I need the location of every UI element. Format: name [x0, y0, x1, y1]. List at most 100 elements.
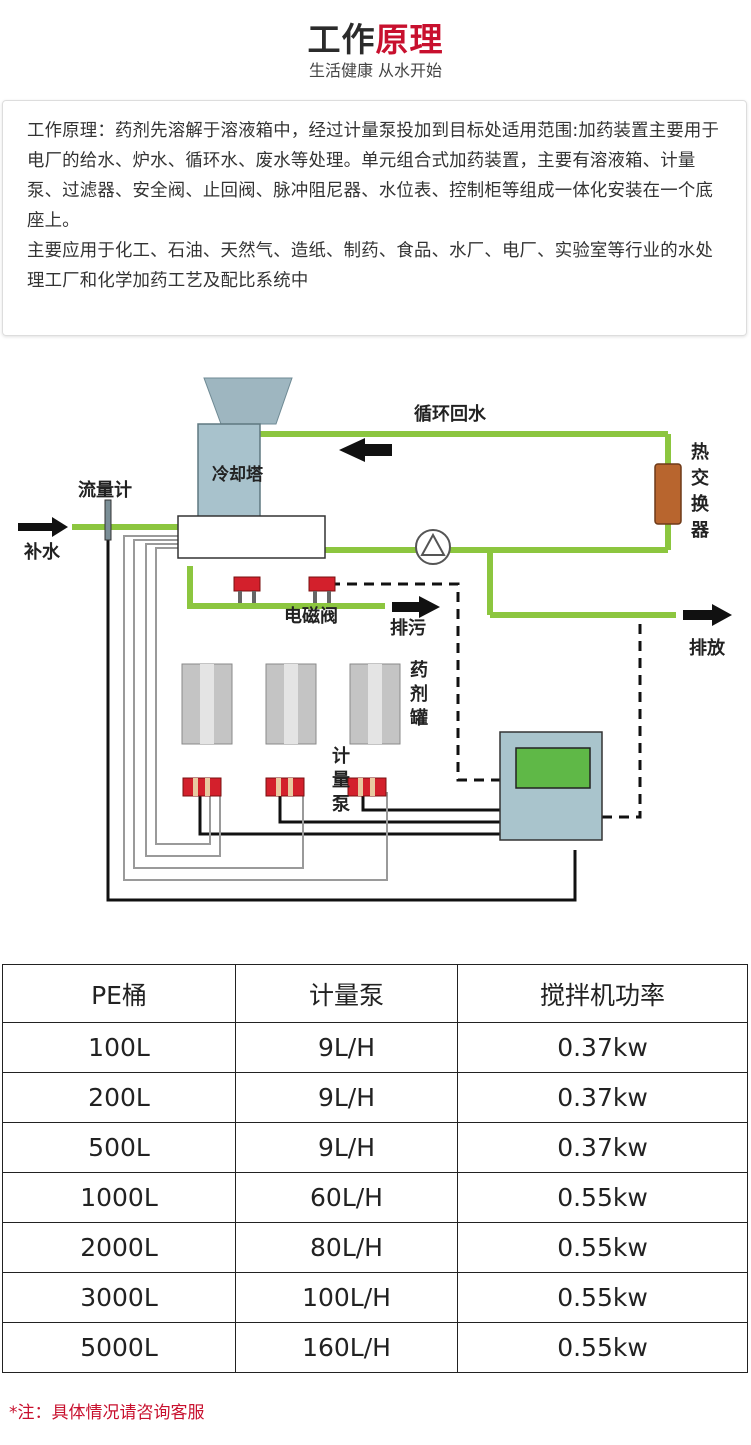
metering-pump-icon — [347, 777, 387, 797]
spec-header-mixer-power: 搅拌机功率 — [457, 964, 748, 1023]
label-heat-exchanger: 交 — [691, 467, 709, 489]
arrow-icon-return — [339, 438, 392, 462]
control-line — [198, 792, 512, 836]
pump-stripe — [288, 778, 293, 796]
table-cell: 0.55kw — [457, 1222, 748, 1273]
label-circulating-return: 循环回水 — [414, 403, 487, 425]
water-basin — [177, 515, 326, 559]
table-cell: 1000L — [2, 1172, 236, 1223]
table-cell: 0.37kw — [457, 1022, 748, 1073]
pump-stripe — [205, 778, 210, 796]
spec-header-metering-pump: 计量泵 — [235, 964, 458, 1023]
cooling-tower — [197, 423, 261, 521]
control-line — [106, 540, 577, 902]
metering-pump-icon — [182, 777, 222, 797]
valve-signal-line — [330, 582, 512, 782]
cooling-tower-hopper — [203, 377, 293, 425]
table-cell: 100L — [2, 1022, 236, 1073]
intro-paragraph-2: 主要应用于化工、石油、天然气、造纸、制药、食品、水厂、电厂、实验室等行业的水处理… — [27, 241, 714, 291]
table-cell: 100L/H — [235, 1272, 458, 1323]
footnote: *注：具体情况请咨询客服 — [9, 1403, 205, 1423]
flow-meter-icon — [104, 499, 112, 541]
label-solenoid-valve: 电磁阀 — [284, 605, 338, 627]
table-cell: 80L/H — [235, 1222, 458, 1273]
pump-icon-triangle — [420, 532, 446, 556]
tank-highlight — [284, 664, 298, 744]
valve-stem — [252, 591, 256, 603]
pump-stripe — [193, 778, 198, 796]
dosing-line — [133, 539, 304, 869]
heat-exchanger — [654, 463, 682, 525]
page-header: 工作原理 生活健康 从水开始 — [0, 0, 751, 95]
tank-highlight — [200, 664, 214, 744]
table-cell: 9L/H — [235, 1122, 458, 1173]
solenoid-valve-icon — [233, 576, 261, 592]
dosing-line — [123, 535, 388, 881]
label-metering-pump: 量 — [332, 769, 350, 791]
label-discharge: 排放 — [689, 637, 726, 659]
water-pipes — [72, 431, 676, 618]
table-cell: 2000L — [2, 1222, 236, 1273]
metering-pump-icon — [265, 777, 305, 797]
pump-stripe — [276, 778, 281, 796]
label-heat-exchanger: 热 — [691, 441, 709, 463]
label-makeup-water: 补水 — [23, 541, 61, 563]
spec-table-header-row: PE桶 计量泵 搅拌机功率 — [2, 964, 748, 1023]
control-lines — [106, 535, 642, 902]
table-cell: 3000L — [2, 1272, 236, 1323]
table-cell: 5000L — [2, 1322, 236, 1373]
arrow-icon-makeup — [18, 517, 68, 537]
control-screen — [515, 747, 591, 789]
label-cooling-tower: 冷却塔 — [212, 464, 264, 485]
intro-box: 工作原理：药剂先溶解于溶液箱中，经过计量泵投加到目标处适用范围:加药装置主要用于… — [2, 100, 747, 336]
tank-highlight — [368, 664, 382, 744]
control-line — [278, 792, 512, 824]
solenoid-valve-icon — [308, 576, 336, 592]
page-title: 工作原理 — [307, 20, 444, 59]
table-cell: 200L — [2, 1072, 236, 1123]
table-cell: 0.37kw — [457, 1122, 748, 1173]
label-metering-pump: 泵 — [332, 794, 350, 815]
valve-stem — [238, 591, 242, 603]
intro-paragraph-1: 工作原理：药剂先溶解于溶液箱中，经过计量泵投加到目标处适用范围:加药装置主要用于… — [27, 121, 720, 231]
label-heat-exchanger: 器 — [690, 520, 710, 541]
table-cell: 0.37kw — [457, 1072, 748, 1123]
arrows — [18, 438, 732, 626]
table-cell: 0.55kw — [457, 1322, 748, 1373]
pump-stripe — [358, 778, 363, 796]
sewage-pipe — [187, 566, 385, 609]
valve-stem — [327, 591, 331, 603]
pump-stripe — [370, 778, 375, 796]
dosing-line — [145, 543, 221, 857]
dosing-line — [155, 547, 211, 845]
label-sewage: 排污 — [390, 617, 426, 639]
table-cell: 0.55kw — [457, 1172, 748, 1223]
page-subtitle: 生活健康 从水开始 — [308, 61, 443, 80]
label-heat-exchanger: 换 — [691, 493, 710, 515]
discharge-signal-line — [602, 624, 642, 819]
table-cell: 0.55kw — [457, 1272, 748, 1323]
spec-header-pe-bucket: PE桶 — [2, 964, 236, 1023]
table-cell: 9L/H — [235, 1022, 458, 1073]
table-cell: 160L/H — [235, 1322, 458, 1373]
label-flow-meter: 流量计 — [78, 479, 132, 501]
process-diagram: 循环回水冷却塔流量计补水热交换器电磁阀排污排放药剂罐计量泵 — [0, 352, 751, 952]
label-chemical-tank: 罐 — [409, 707, 428, 729]
arrow-icon-sewage — [392, 596, 440, 618]
valve-stem — [313, 591, 317, 603]
table-cell: 500L — [2, 1122, 236, 1173]
table-cell: 9L/H — [235, 1072, 458, 1123]
label-metering-pump: 计 — [332, 745, 350, 767]
label-chemical-tank: 药 — [410, 659, 428, 681]
control-line — [361, 792, 512, 812]
